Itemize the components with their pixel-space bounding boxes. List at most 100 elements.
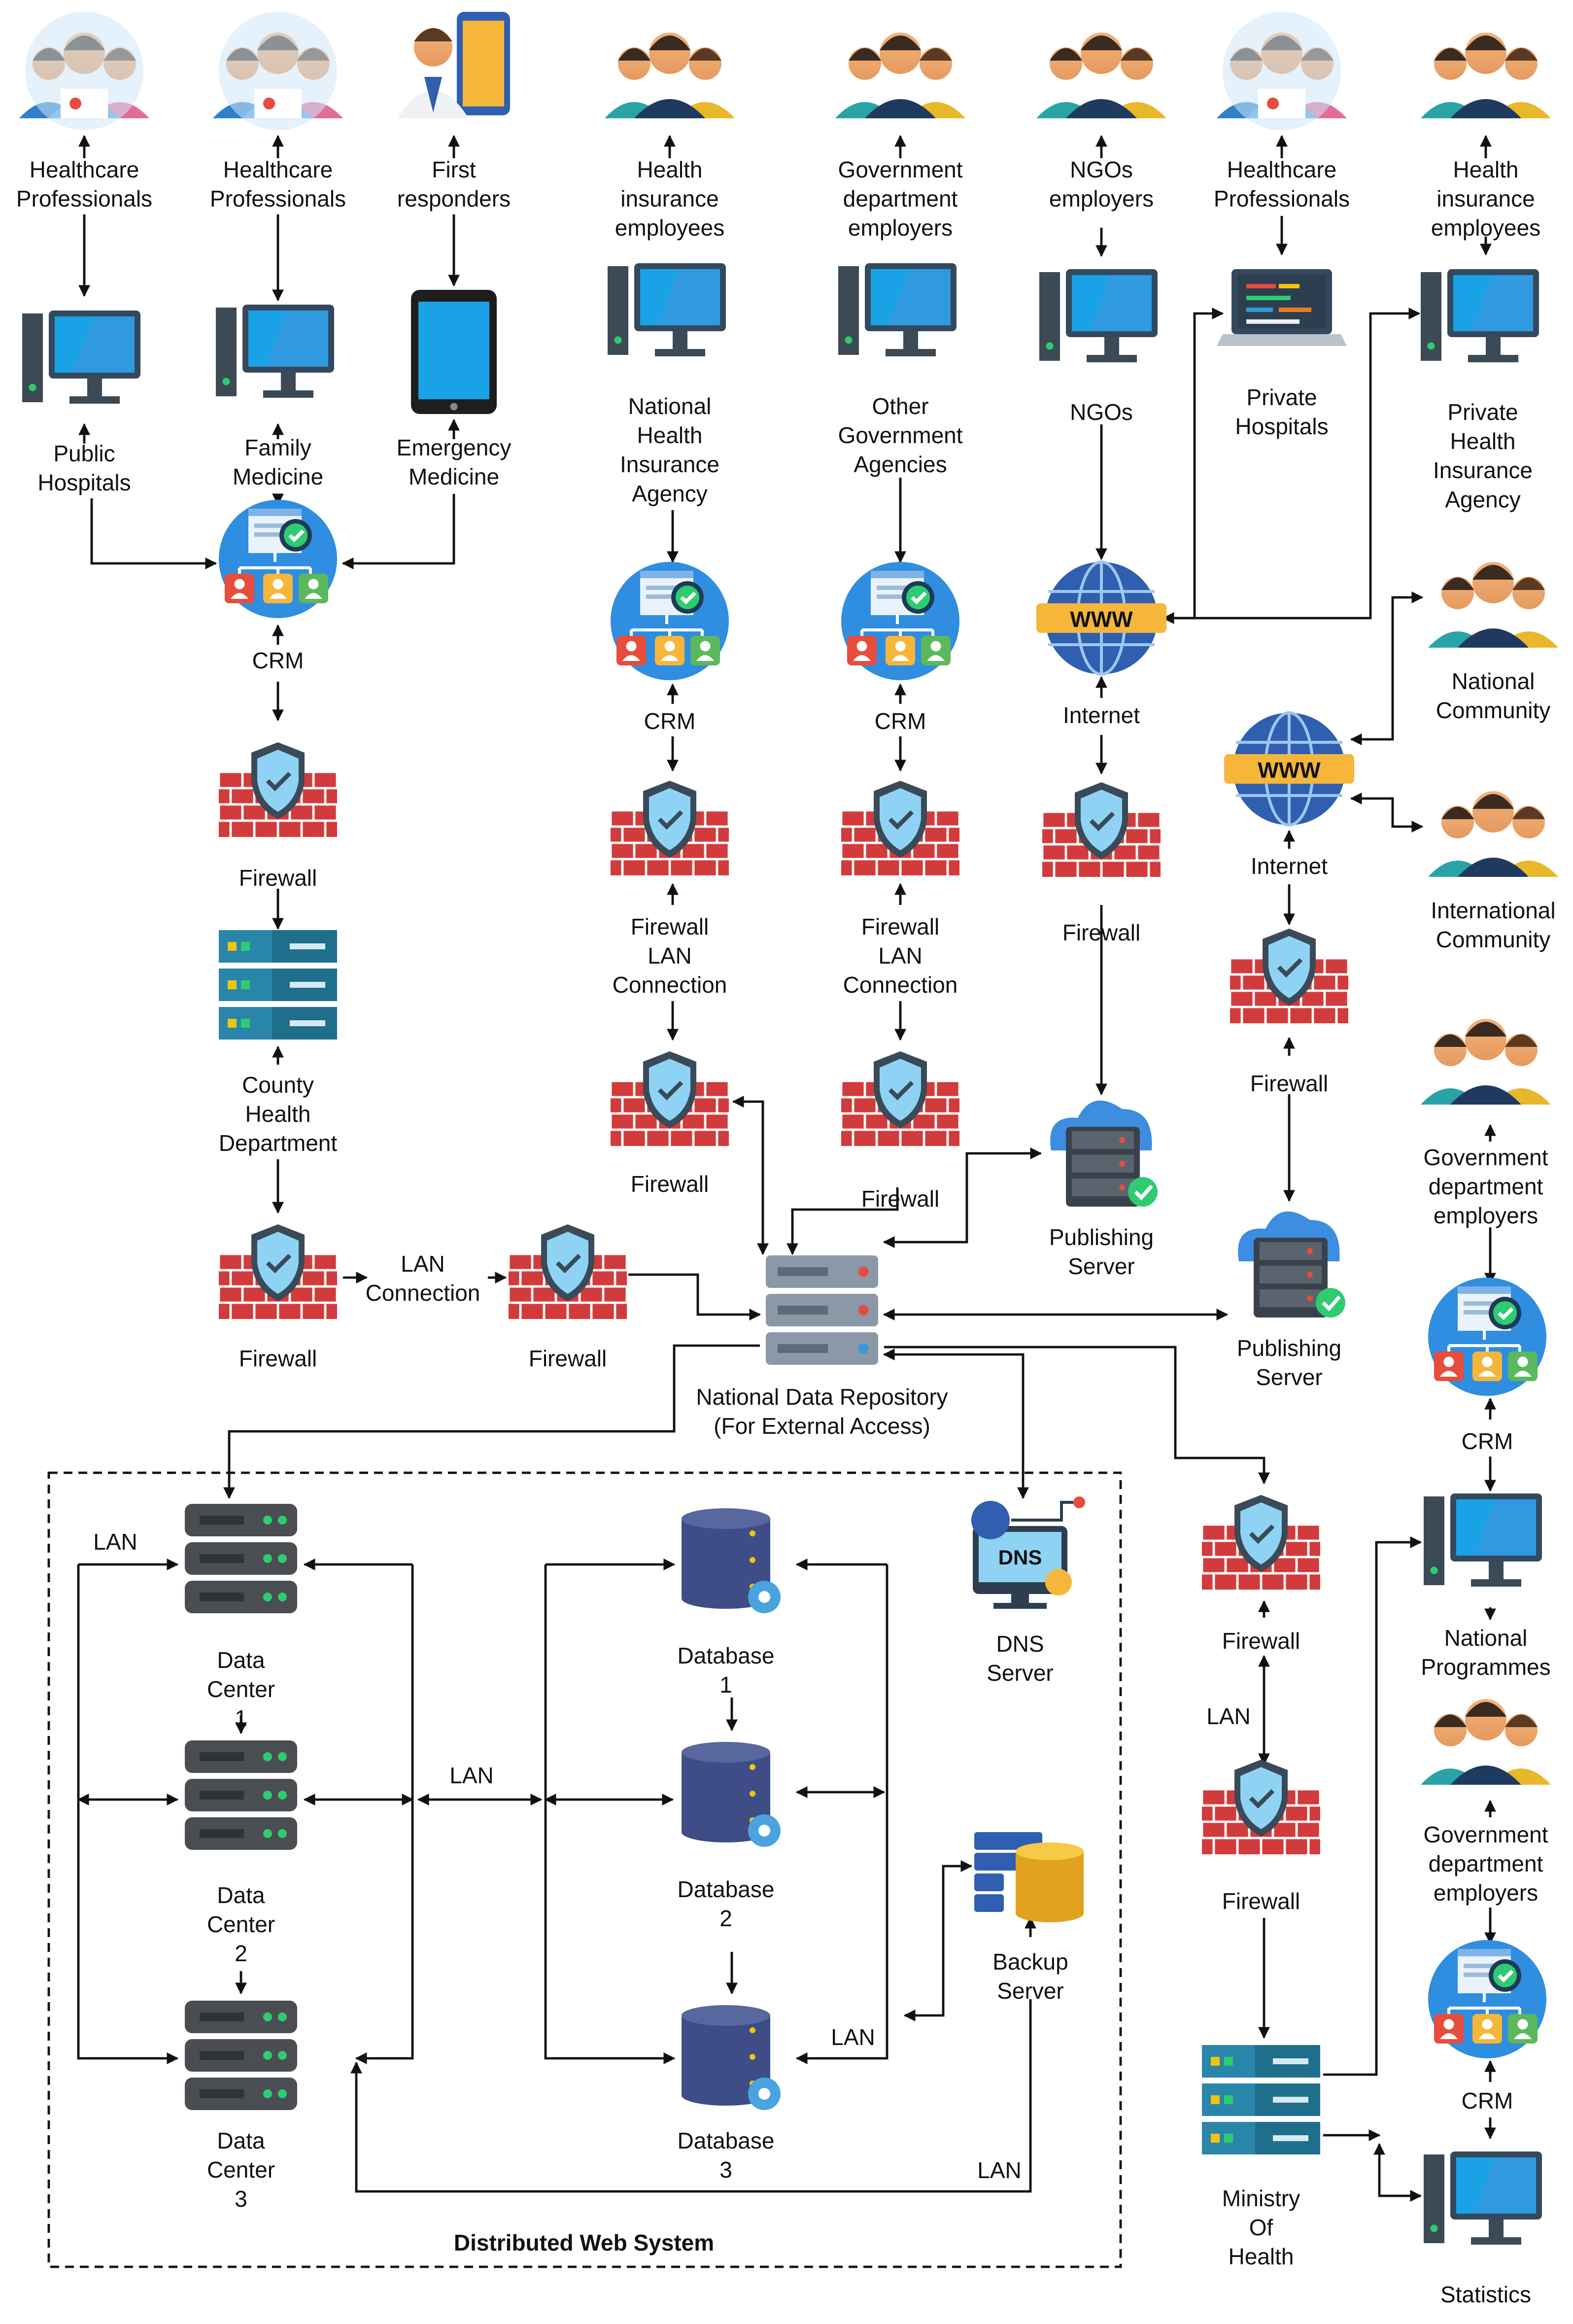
label-hp2-line-2: Professionals bbox=[210, 186, 346, 211]
label-db2-line-2: 2 bbox=[719, 1906, 732, 1931]
label-gde2-line-2: department bbox=[1429, 1174, 1543, 1199]
node-privhosp-laptop-icon bbox=[1217, 269, 1347, 346]
label-natprog-line-1: National bbox=[1444, 1625, 1528, 1651]
label-gde3-line-3: employers bbox=[1434, 1880, 1538, 1906]
connector-58 bbox=[77, 1564, 179, 2064]
label-crm5-line-1: CRM bbox=[1462, 2088, 1513, 2114]
node-hie1-people-icon bbox=[605, 33, 735, 118]
node-nhia-monitor-icon bbox=[608, 263, 726, 356]
node-ngoe-people-icon bbox=[1036, 33, 1166, 118]
node-fr-doctor-icon bbox=[398, 12, 510, 118]
label-emerg-line-2: Medicine bbox=[409, 464, 499, 489]
label-crm1-line-1: CRM bbox=[252, 648, 304, 673]
label-backup-line-2: Server bbox=[997, 1978, 1063, 2004]
label-gde1-line-2: department bbox=[843, 186, 958, 211]
svg-text:WWW: WWW bbox=[1070, 607, 1133, 632]
edge-label-lan-dc: LAN bbox=[93, 1529, 137, 1555]
connector-50 bbox=[883, 1147, 1042, 1248]
label-gde2-line-3: employers bbox=[1434, 1203, 1538, 1228]
label-nhia-line-2: Health bbox=[637, 422, 703, 448]
node-gde3-people-icon bbox=[1421, 1699, 1551, 1785]
label-fwlan1-line-2: LAN bbox=[648, 943, 691, 969]
node-db1-db-icon bbox=[682, 1508, 781, 1613]
label-db3-line-1: Database bbox=[678, 2128, 775, 2153]
node-chd-stack-icon bbox=[219, 930, 337, 1040]
node-hp1-medpeople-icon bbox=[19, 12, 149, 130]
label-pub1-line-1: Publishing bbox=[1049, 1224, 1154, 1250]
connector-81 bbox=[1323, 1536, 1422, 2076]
label-dc2-line-1: Data bbox=[217, 1882, 265, 1908]
label-chd-line-2: Health bbox=[245, 1101, 311, 1127]
label-pub1-line-2: Server bbox=[1068, 1253, 1134, 1279]
connector-41 bbox=[1163, 308, 1421, 620]
label-dns-line-1: DNS bbox=[996, 1631, 1044, 1657]
group-title: Distributed Web System bbox=[454, 2230, 714, 2255]
label-fwlan2-line-3: Connection bbox=[843, 972, 958, 998]
label-pub2-line-1: Publishing bbox=[1237, 1335, 1341, 1361]
label-crm3-line-1: CRM bbox=[875, 708, 926, 734]
node-natprog-monitor-icon bbox=[1424, 1493, 1542, 1587]
label-db3-line-2: 3 bbox=[719, 2157, 732, 2183]
node-dc1-dark-icon bbox=[185, 1504, 297, 1613]
connector-68 bbox=[544, 1564, 676, 2064]
label-oga-line-1: Other bbox=[872, 393, 928, 419]
label-lan-connection-line-1: LAN bbox=[401, 1251, 445, 1277]
node-ndr-gray-icon bbox=[766, 1255, 878, 1365]
node-crm3-crm-icon bbox=[841, 562, 959, 680]
label-phia-line-3: Insurance bbox=[1433, 457, 1533, 483]
label-oga-line-2: Government bbox=[838, 422, 962, 448]
connector-82 bbox=[1373, 2143, 1422, 2202]
node-moh-stack-icon bbox=[1202, 2045, 1320, 2154]
node-hp3-medpeople-icon bbox=[1217, 12, 1347, 130]
edge-label-lan-moh: LAN bbox=[1206, 1703, 1250, 1729]
label-dns-line-2: Server bbox=[987, 1660, 1053, 1686]
label-phia-line-1: Private bbox=[1447, 399, 1518, 425]
label-pubhosp-line-1: Public bbox=[53, 441, 115, 466]
node-phia-monitor-icon bbox=[1421, 269, 1539, 362]
label-dc3-line-3: 3 bbox=[235, 2186, 247, 2212]
node-dc3-dark-icon bbox=[185, 2001, 297, 2110]
node-pubhosp-monitor-icon bbox=[22, 311, 140, 404]
node-gde2-people-icon bbox=[1421, 1019, 1551, 1105]
label-emerg-line-1: Emergency bbox=[397, 435, 512, 460]
node-pub1-cloud-icon bbox=[1050, 1100, 1158, 1207]
label-fammed-line-2: Medicine bbox=[233, 464, 323, 489]
label-natcom-line-2: Community bbox=[1436, 697, 1551, 723]
label-moh-line-1: Ministry bbox=[1222, 2185, 1300, 2211]
node-fw-chd-firewall-icon bbox=[217, 1224, 339, 1319]
label-fwlan1-line-3: Connection bbox=[613, 972, 727, 998]
connector-64 bbox=[355, 1564, 414, 2064]
edge-label-lan-bottom: LAN bbox=[977, 2157, 1021, 2183]
label-natcom-line-1: National bbox=[1452, 668, 1535, 694]
node-crm4-crm-icon bbox=[1428, 1278, 1546, 1396]
label-moh-line-2: Of bbox=[1249, 2215, 1273, 2240]
label-ngoe-line-1: NGOs bbox=[1070, 157, 1133, 182]
label-db1-line-2: 1 bbox=[719, 1672, 732, 1698]
label-hie1-line-1: Health bbox=[637, 157, 703, 182]
label-gde1-line-3: employers bbox=[848, 215, 953, 241]
label-gde2-line-1: Government bbox=[1423, 1145, 1548, 1170]
label-nhia-line-3: Insurance bbox=[620, 451, 719, 477]
label-fwlan2-line-2: LAN bbox=[878, 943, 922, 969]
connector-40 bbox=[1162, 308, 1224, 624]
connector-lines bbox=[77, 135, 1496, 2202]
label-fammed-line-1: Family bbox=[244, 435, 311, 460]
node-fwlan2-firewall-icon bbox=[840, 781, 961, 875]
label-ndr-line-2: (For External Access) bbox=[714, 1413, 930, 1439]
node-backup-backup-icon bbox=[974, 1832, 1084, 1922]
label-gde3-line-2: department bbox=[1429, 1851, 1543, 1876]
label-stats-line-1: Statistics bbox=[1440, 2282, 1531, 2307]
label-hie2-line-1: Health bbox=[1453, 157, 1519, 182]
label-dc1-line-2: Center bbox=[207, 1676, 275, 1702]
node-dc2-dark-icon bbox=[185, 1740, 297, 1850]
label-fw-chd-line-1: Firewall bbox=[239, 1346, 317, 1371]
label-nhia-line-4: Agency bbox=[632, 481, 707, 506]
node-fw-int2-firewall-icon bbox=[1229, 929, 1350, 1023]
label-fw-int2-line-1: Firewall bbox=[1250, 1071, 1328, 1096]
label-db2-line-1: Database bbox=[678, 1876, 775, 1902]
node-internet1-globe-icon: WWW bbox=[1036, 560, 1166, 676]
label-fwlan2-line-1: Firewall bbox=[861, 914, 939, 939]
node-emerg-tablet-icon bbox=[411, 290, 497, 414]
